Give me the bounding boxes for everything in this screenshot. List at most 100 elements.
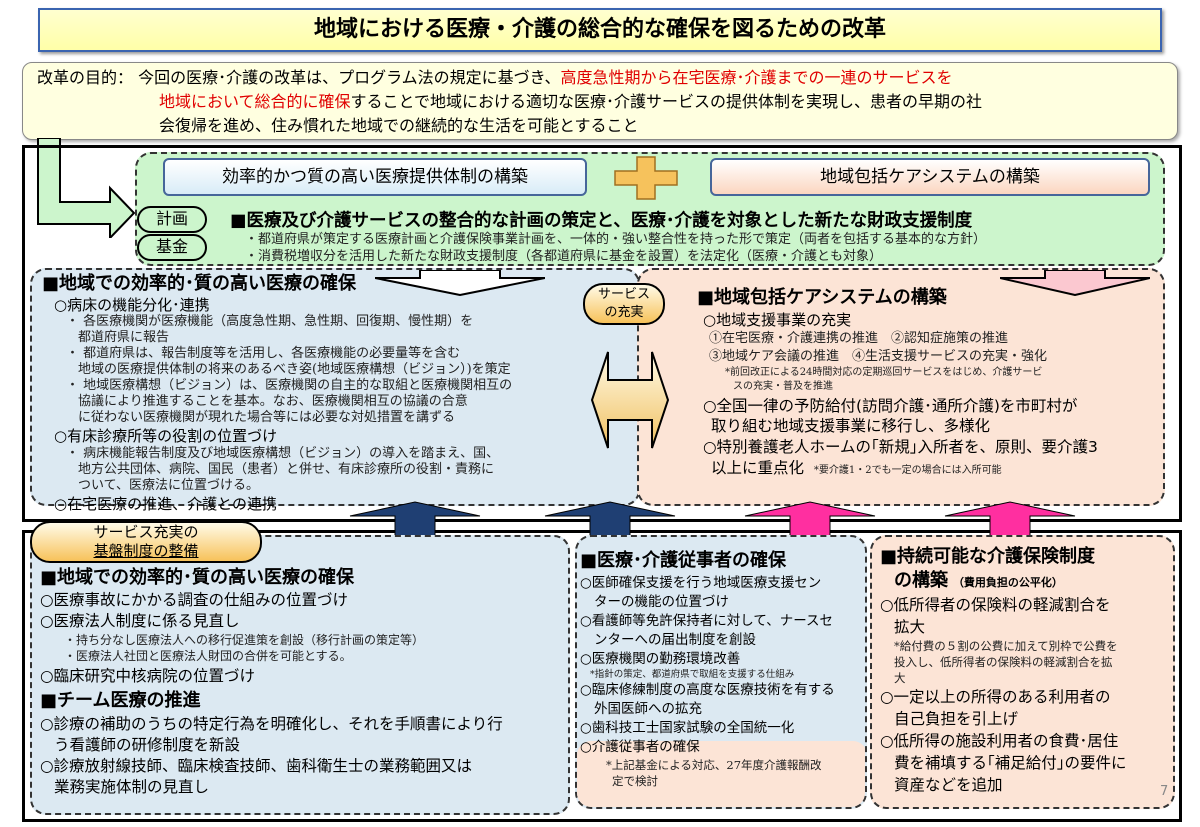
item-line: う看護師の研修制度を新設 bbox=[54, 736, 241, 754]
bullet-line: ・ 地域医療構想（ビジョン）は、医療機関の自主的な取組と医療機関相互の bbox=[66, 378, 513, 393]
item-line: ンターへの届出制度を創設 bbox=[594, 632, 756, 648]
item-line: ○看護師等免許保持者に対して、ナースセ bbox=[580, 613, 834, 629]
bullet-line: ③地域ケア会議の推進 ④生活支援サービスの充実・強化 bbox=[709, 349, 1048, 364]
item-line: ○低所得者の保険料の軽減割合を bbox=[880, 596, 1111, 614]
item-line: 外国医師への拡充 bbox=[594, 701, 702, 717]
page-title: 地域における医療・介護の総合的な確保を図るための改革 bbox=[38, 8, 1162, 52]
base-system-section: ■地域での効率的･質の高い医療の確保 ○医療事故にかかる調査の仕組みの位置づけ … bbox=[40, 566, 565, 798]
up-arrow-icon bbox=[744, 501, 876, 537]
item-line: ○診療放射線技師、臨床検査技師、歯科衛生士の業務範囲又は bbox=[40, 757, 473, 775]
up-arrows bbox=[349, 501, 1076, 537]
purpose-text: 会復帰を進め、住み慣れた地域での継続的な生活を可能とすること bbox=[159, 116, 639, 135]
base-system-box bbox=[30, 535, 570, 815]
plan-heading: ■医療及び介護サービスの整合的な計画の策定と、医療･介護を対象とした新たな財政支… bbox=[230, 211, 973, 231]
item-line: 自己負担を引上げ bbox=[894, 710, 1019, 728]
item-line: ○医療機関の勤務環境改善 bbox=[580, 651, 741, 667]
section-heading: の構築 bbox=[894, 570, 948, 591]
insurance-section: ■持続可能な介護保険制度 の構築 （費用負担の公平化） ○低所得者の保険料の軽減… bbox=[880, 544, 1175, 796]
purpose-box: 改革の目的： 今回の医療･介護の改革は、プログラム法の規定に基づき、高度急性期か… bbox=[22, 62, 1178, 140]
note-line: *前回改正による24時間対応の定期巡回サービスをはじめ、介護サービ bbox=[725, 367, 1043, 378]
workforce-box bbox=[575, 535, 867, 809]
bullet-line: に従わない医療機関が現れた場合等には必要な対処措置を講ずる bbox=[78, 410, 456, 425]
bullet-line: ・ 各医療機関が医療機能（高度急性期、急性期、回復期、慢性期）を bbox=[66, 314, 474, 329]
base-pill: サービス充実の 基盤制度の整備 bbox=[30, 521, 262, 563]
medical-box bbox=[30, 268, 640, 506]
up-arrow-icon bbox=[944, 501, 1076, 537]
double-arrow-icon bbox=[590, 351, 670, 449]
green-arrow-icon bbox=[37, 138, 136, 238]
item-line: 費を補填する｢補足給付｣の要件に bbox=[894, 754, 1127, 772]
care-section: ■地域包括ケアシステムの構築 ○地域支援事業の充実 ①在宅医療・介護連携の推進 … bbox=[697, 286, 1167, 478]
section-subheading: （費用負担の公平化） bbox=[952, 576, 1063, 589]
item-line: ○一定以上の所得のある利用者の bbox=[880, 688, 1111, 706]
note-line: *上記基金による対応、27年度介護報酬改 bbox=[606, 758, 822, 772]
bullet-line: ついて、医療法に位置づける。 bbox=[78, 478, 259, 493]
section-heading: ■チーム医療の推進 bbox=[40, 690, 201, 711]
item-line: ○医師確保支援を行う地域医療支援セン bbox=[580, 575, 822, 591]
note-line: ・医療法人社団と医療法人財団の合併を可能とする。 bbox=[64, 649, 352, 663]
care-header: 地域包括ケアシステムの構築 bbox=[710, 158, 1150, 196]
purpose-highlight: 地域において総合的に確保 bbox=[159, 92, 351, 111]
bullet-line: 地域の医療提供体制の将来のあるべき姿(地域医療構想（ビジョン）)を策定 bbox=[78, 362, 511, 377]
service-pill-line: サービス bbox=[597, 287, 650, 302]
bullet-list: ・ 病床機能報告制度及び地域医療構想（ビジョン）の導入を踏まえ、国、 地方公共団… bbox=[42, 446, 582, 494]
down-arrow-icon bbox=[1000, 270, 1150, 296]
bullet-line: 都道府県に報告 bbox=[78, 330, 170, 345]
item-line: ○臨床研究中核病院の位置づけ bbox=[40, 667, 256, 685]
plus-icon bbox=[614, 156, 678, 200]
note-line: *給付費の５割の公費に加えて別枠で公費を bbox=[894, 639, 1118, 653]
care-box bbox=[637, 268, 1165, 506]
base-pill-line: 基盤制度の整備 bbox=[93, 542, 199, 560]
item-line: ○臨床修練制度の高度な医療技術を有する bbox=[580, 682, 835, 698]
item-line: ○歯科技工士国家試験の全国統一化 bbox=[580, 720, 795, 736]
section-heading: ■地域での効率的･質の高い医療の確保 bbox=[42, 273, 357, 294]
item-line: ○全国一律の予防給付(訪問介護･通所介護)を市町村が bbox=[703, 397, 1078, 415]
section-heading: ■持続可能な介護保険制度 bbox=[880, 546, 1096, 567]
purpose-text: することで地域における適切な医療･介護サービスの提供体制を実現し、患者の早期の社 bbox=[350, 92, 983, 111]
note-line: 定で検討 bbox=[612, 774, 658, 788]
up-arrow-icon bbox=[349, 501, 481, 537]
item-line: ○医療事故にかかる調査の仕組みの位置づけ bbox=[40, 591, 349, 609]
fund-pill: 基金 bbox=[137, 234, 207, 261]
subheading: ○在宅医療の推進、介護との連携 bbox=[54, 495, 277, 513]
note-line: スの充実・普及を推進 bbox=[733, 381, 833, 392]
workforce-section: ■医療･介護従事者の確保 ○医師確保支援を行う地域医療支援セン ターの機能の位置… bbox=[580, 548, 865, 789]
section-heading: ■地域包括ケアシステムの構築 bbox=[697, 287, 947, 308]
bullet-line: ①在宅医療・介護連携の推進 ②認知症施策の推進 bbox=[709, 331, 1009, 346]
subheading: ○地域支援事業の充実 bbox=[703, 311, 852, 329]
note-line: *指針の策定、都道府県で取組を支援する仕組み bbox=[590, 669, 795, 680]
insurance-box bbox=[870, 535, 1175, 809]
item-line: ○低所得の施設利用者の食費･居住 bbox=[880, 732, 1119, 750]
bullet-line: ・ 病床機能報告制度及び地域医療構想（ビジョン）の導入を踏まえ、国、 bbox=[66, 446, 500, 461]
item-line: ○介護従事者の確保 bbox=[580, 739, 700, 755]
medical-section: ■地域での効率的･質の高い医療の確保 ○病床の機能分化･連携 ・ 各医療機関が医… bbox=[42, 272, 582, 514]
item-line: 取り組む地域支援事業に移行し、多様化 bbox=[711, 417, 991, 435]
bullet-line: ・ 都道府県は、報告制度等を活用し、各医療機能の必要量等を含む bbox=[66, 346, 461, 361]
note-line: 大 bbox=[894, 671, 906, 685]
item-line: 以上に重点化 bbox=[711, 459, 805, 477]
bullet-list: ・ 各医療機関が医療機能（高度急性期、急性期、回復期、慢性期）を 都道府県に報告… bbox=[42, 314, 582, 426]
bullet-line: 地方公共団体、病院、国民（患者）と併せ、有床診療所の役割・責務に bbox=[78, 462, 495, 477]
item-line: 資産などを追加 bbox=[894, 776, 1003, 794]
plan-bullet: ・消費税増収分を活用した新たな財政支援制度（各都道府県に基金を設置）を法定化（医… bbox=[245, 249, 883, 264]
service-pill-line: の充実 bbox=[604, 305, 644, 320]
subheading: ○病床の機能分化･連携 bbox=[54, 296, 210, 314]
up-arrow-icon bbox=[544, 501, 676, 537]
item-line: ○特別養護老人ホームの｢新規｣入所者を、原則、要介護3 bbox=[703, 438, 1098, 456]
page-number: 7 bbox=[1160, 784, 1169, 799]
purpose-text: 今回の医療･介護の改革は、プログラム法の規定に基づき、 bbox=[138, 68, 561, 87]
item-line: 業務実施体制の見直し bbox=[54, 778, 210, 796]
subheading: ○有床診療所等の役割の位置づけ bbox=[54, 427, 278, 445]
bullet-line: 協議により推進することを基本。なお、医療機関相互の協議の合意 bbox=[78, 394, 468, 409]
item-line: ○診療の補助のうちの特定行為を明確化し、それを手順書により行 bbox=[40, 715, 503, 733]
purpose-highlight: 高度急性期から在宅医療･介護までの一連のサービスを bbox=[560, 68, 953, 87]
note-line: ・持ち分なし医療法人への移行促進策を創設（移行計画の策定等） bbox=[64, 633, 425, 647]
item-line: 拡大 bbox=[894, 618, 926, 636]
note-line: 投入し、低所得者の保険料の軽減割合を拡 bbox=[894, 655, 1113, 669]
care-worker-highlight bbox=[577, 741, 865, 807]
plan-bullet: ・都道府県が策定する医療計画と介護保険事業計画を、一体的・強い整合性を持った形で… bbox=[245, 232, 987, 247]
base-pill-line: サービス充実の bbox=[93, 523, 199, 541]
item-line: ターの機能の位置づけ bbox=[594, 594, 729, 610]
note-line: *要介護1・2でも一定の場合には入所可能 bbox=[813, 465, 1002, 476]
down-arrow-icon bbox=[375, 270, 545, 296]
